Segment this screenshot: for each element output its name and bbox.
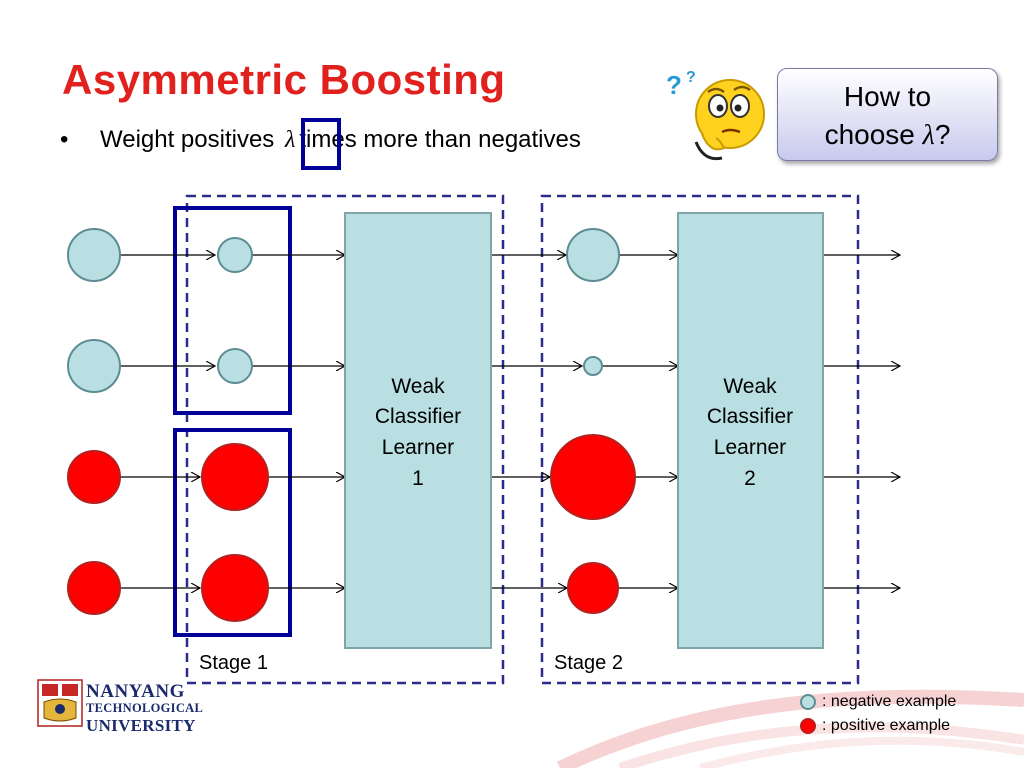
university-name-line2: TECHNOLOGICAL: [86, 701, 204, 715]
negative-weights-box: [173, 206, 292, 415]
question-callout: How to choose λ?: [777, 68, 998, 161]
input-negative-example: [67, 228, 121, 282]
stage1-label: Stage 1: [199, 652, 268, 674]
stage1-box: [185, 194, 505, 685]
learner2-line1: Weak: [723, 375, 777, 398]
input-positive-example: [67, 450, 121, 504]
university-crest-logo: [37, 679, 83, 727]
stage2-positive-example: [567, 562, 619, 614]
learner1-line3: Learner: [382, 436, 454, 459]
stage1-negative-example: [217, 348, 253, 384]
university-name-line1: NANYANG: [86, 681, 185, 702]
learner2-line4: 2: [744, 467, 756, 490]
stage2-positive-example: [550, 434, 636, 520]
positive-weights-box: [173, 428, 292, 637]
input-positive-example: [67, 561, 121, 615]
svg-text:?: ?: [666, 70, 682, 100]
input-negative-example: [67, 339, 121, 393]
svg-text:?: ?: [686, 69, 696, 86]
stage1-positive-example: [201, 554, 269, 622]
bullet-marker: •: [60, 126, 69, 153]
learner1-line4: 1: [412, 467, 424, 490]
learner2-line2: Classifier: [707, 405, 793, 428]
learner1-line2: Classifier: [375, 405, 461, 428]
legend-positive-row: : positive example: [800, 714, 956, 738]
callout-line2: choose λ?: [778, 116, 997, 155]
weak-learner-1-box: [344, 212, 492, 649]
stage2-negative-example: [566, 228, 620, 282]
learner2-line3: Learner: [714, 436, 786, 459]
stage1-negative-example: [217, 237, 253, 273]
legend-negative-row: : negative example: [800, 690, 956, 714]
stage2-negative-example: [583, 356, 603, 376]
thinking-face-icon: ? ?: [666, 69, 765, 161]
university-name: NANYANG TECHNOLOGICAL UNIVERSITY: [86, 682, 203, 734]
slide-title: Asymmetric Boosting: [62, 56, 506, 103]
negative-swatch: [800, 694, 816, 710]
positive-swatch: [800, 718, 816, 734]
bullet-text-before: Weight positives: [100, 126, 275, 153]
stage2-label: Stage 2: [554, 652, 623, 674]
legend: : negative example : positive example: [800, 690, 956, 738]
learner1-line1: Weak: [391, 375, 445, 398]
legend-positive-label: : positive example: [822, 717, 951, 734]
callout-line1: How to: [843, 81, 932, 112]
stage2-box: [540, 194, 860, 685]
stage1-positive-example: [201, 443, 269, 511]
bullet-text-after: times more than negatives: [299, 126, 581, 153]
callout-choose: choose: [824, 119, 915, 150]
callout-lambda: λ: [922, 120, 935, 151]
university-name-line3: UNIVERSITY: [86, 715, 196, 735]
weak-learner-2-box: [677, 212, 824, 649]
callout-question-mark: ?: [934, 119, 951, 150]
legend-negative-label: : negative example: [822, 693, 957, 710]
lambda-symbol: λ: [284, 127, 296, 153]
